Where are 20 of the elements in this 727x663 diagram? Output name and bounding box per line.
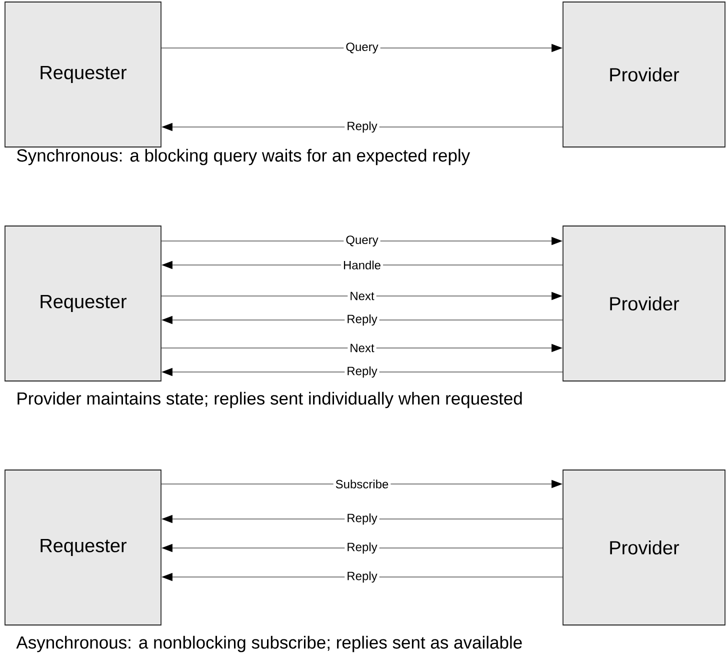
edge-label: Reply	[344, 312, 380, 328]
edge-label: Subscribe	[333, 478, 391, 490]
edge-label: Next	[348, 290, 376, 302]
edge-label: Next	[348, 342, 376, 354]
edge-label: Query	[344, 40, 380, 56]
process-box: Provider	[562, 2, 726, 148]
caption-text: Asynchronous: a nonblocking subscribe; replies sent as available	[16, 636, 522, 652]
edge-label: Reply	[344, 364, 380, 380]
process-box: Provider	[562, 226, 726, 382]
edge-label: Reply	[344, 511, 380, 527]
process-box: Requester	[4, 470, 162, 626]
process-box: Requester	[4, 2, 162, 148]
edge-label: Reply	[344, 119, 380, 135]
edge-label: Handle	[341, 258, 384, 272]
edge-label: Reply	[344, 569, 380, 585]
edge-label: Query	[344, 234, 380, 248]
process-box: Requester	[4, 226, 162, 382]
edge-label: Reply	[344, 540, 380, 556]
caption-text: Provider maintains state; replies sent individually when requested	[18, 392, 522, 408]
process-box: Provider	[562, 470, 726, 626]
